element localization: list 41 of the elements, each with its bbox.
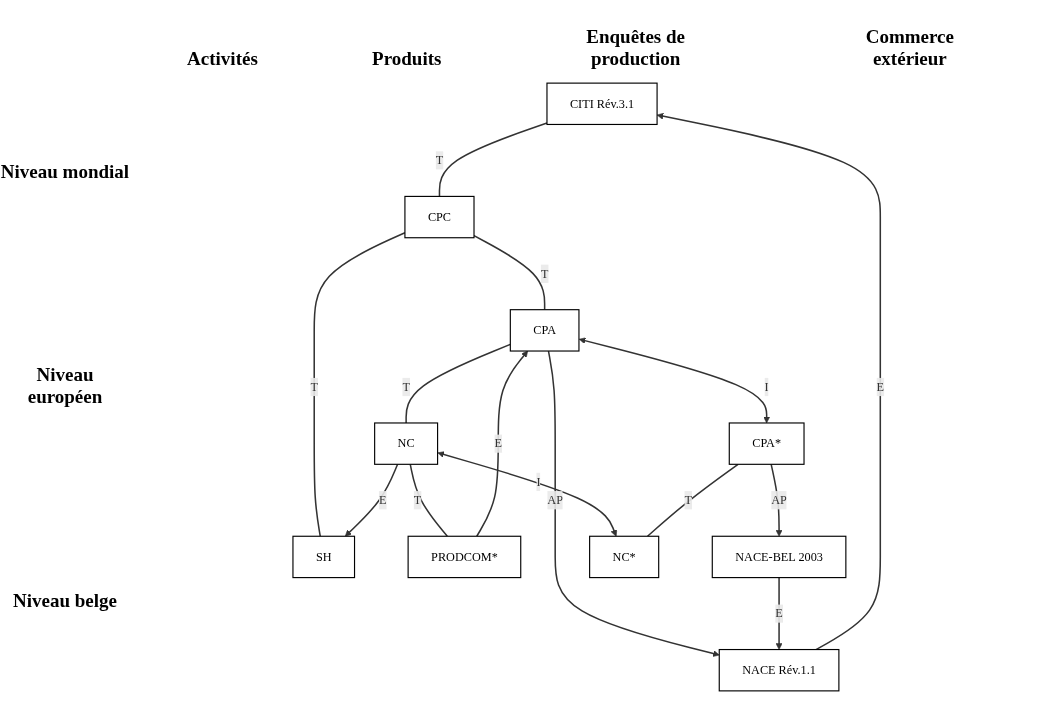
node-box: CITI Rév.3.1 [546,82,658,125]
edge-label: E [876,379,885,393]
row-header: Niveau belge [12,590,118,613]
row-header: Niveau mondial [0,160,130,183]
column-header: Commerce extérieur [864,26,955,70]
node-box: NACE-BEL 2003 [711,535,847,578]
column-header: Enquêtes de production [585,26,686,70]
edge-label: T [402,379,410,393]
edge-label: E [378,492,387,506]
edge-label: T [413,492,422,506]
arrow [578,336,770,423]
node-box: NACE Rév.1.1 [718,648,840,691]
edge-label: T [540,266,549,280]
edge-label: T [435,153,444,167]
node-box: PRODCOM* [407,535,522,578]
arrow [344,463,399,537]
arrow [547,349,720,657]
row-header: Niveau européen [26,364,104,409]
arrow [775,576,783,650]
connector [646,463,739,537]
arrow [476,350,528,537]
edge-label: E [494,436,502,450]
edge-label: I [536,474,541,488]
node-box: NC* [589,535,660,578]
node-box: CPA* [728,421,805,465]
arrow [437,450,618,537]
connector [438,121,548,197]
node-box: CPC [404,195,475,238]
node-box: NC [374,421,439,465]
edge-label: T [684,492,692,506]
column-header: Activités [187,48,258,70]
node-box: SH [292,535,356,578]
arrow [770,463,783,537]
edge-label: I [764,379,769,393]
connector [409,463,449,537]
edge-label: AP [771,492,787,506]
column-header: Produits [372,48,442,70]
edge-label: E [775,606,783,620]
edge-label: AP [547,492,564,506]
edge-label: T [310,379,318,393]
node-box: CPA [509,308,580,352]
